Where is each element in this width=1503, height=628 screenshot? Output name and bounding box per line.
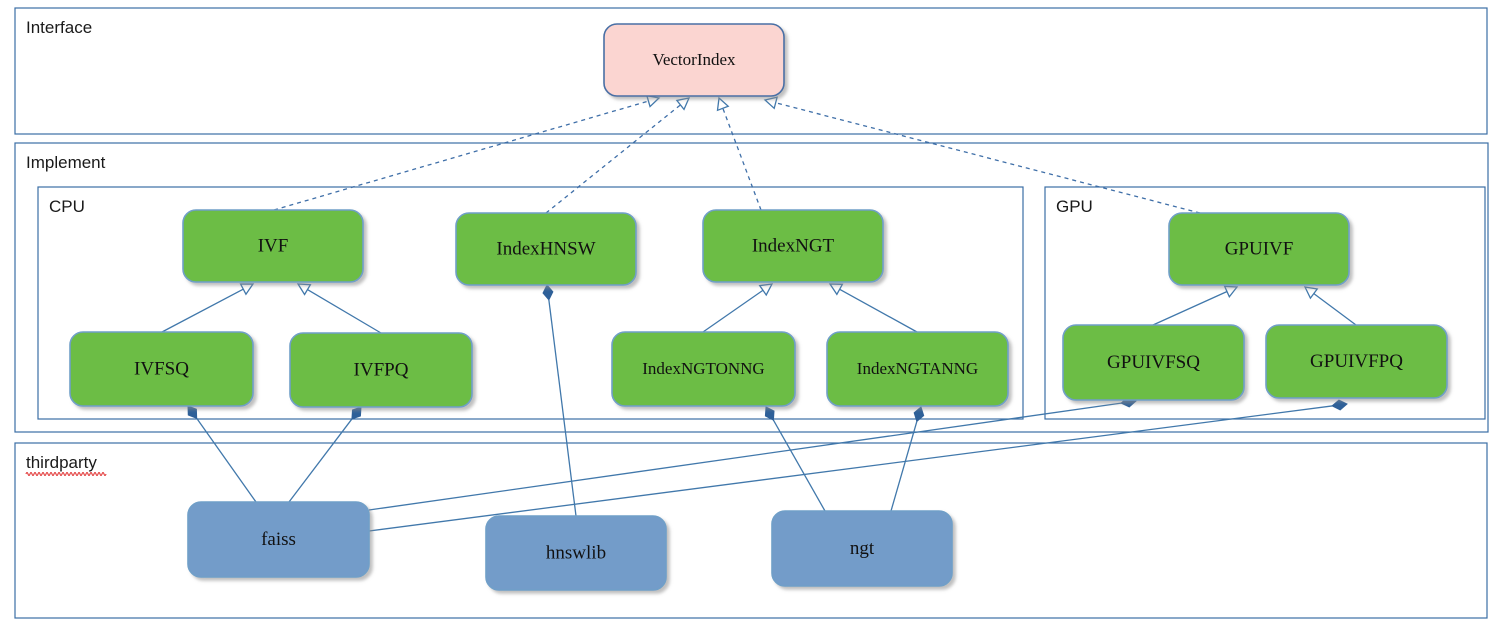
edge-line — [548, 299, 577, 517]
filled-diamond-arrowhead-icon — [913, 406, 925, 423]
node-box-gpuivfpq[interactable] — [1265, 324, 1448, 399]
node-indexhnsw[interactable]: IndexHNSW — [455, 212, 637, 286]
spellcheck-underline-icon — [25, 471, 107, 477]
hollow-triangle-arrowhead-icon — [758, 283, 774, 297]
edge-line — [161, 288, 245, 333]
edge-line — [721, 107, 762, 211]
hollow-triangle-arrowhead-icon — [675, 97, 691, 111]
node-label-gpuivf: GPUIVF — [1225, 238, 1294, 259]
group-label-gpu: GPU — [1056, 197, 1093, 216]
node-indexngt[interactable]: IndexNGT — [702, 209, 884, 283]
filled-diamond-arrowhead-icon — [1331, 399, 1348, 411]
node-label-gpuivfsq: GPUIVFSQ — [1107, 352, 1200, 373]
edge-faiss-to-ivfpq — [288, 406, 362, 503]
edge-gpuivfpq-to-gpuivf — [1303, 286, 1357, 326]
edge-indexngtonng-to-indexngt — [702, 283, 774, 333]
node-ivf[interactable]: IVF — [182, 209, 364, 283]
node-label-gpuivfpq: GPUIVFPQ — [1310, 351, 1403, 372]
node-box-ngt[interactable] — [771, 510, 953, 587]
edge-line — [368, 405, 1333, 532]
node-gpuivf[interactable]: GPUIVF — [1168, 212, 1350, 286]
edge-line — [1312, 292, 1357, 326]
node-label-indexngtonng: IndexNGTONNG — [642, 359, 764, 378]
edge-line — [368, 402, 1122, 511]
node-box-indexngtanng[interactable] — [826, 331, 1009, 407]
node-box-hnswlib[interactable] — [485, 515, 667, 591]
hollow-triangle-arrowhead-icon — [1223, 285, 1239, 298]
edge-ngt-to-indexngtonng — [764, 406, 826, 512]
node-indexngtonng[interactable]: IndexNGTONNG — [611, 331, 796, 407]
hollow-triangle-arrowhead-icon — [828, 283, 844, 296]
edge-line — [273, 100, 650, 211]
group-label-cpu: CPU — [49, 197, 85, 216]
edge-line — [702, 289, 765, 333]
node-box-ivfsq[interactable] — [69, 331, 254, 407]
group-label-thirdparty: thirdparty — [26, 453, 97, 472]
filled-diamond-arrowhead-icon — [187, 405, 198, 419]
hollow-triangle-arrowhead-icon — [1303, 286, 1319, 300]
node-box-ivfpq[interactable] — [289, 332, 473, 408]
edge-line — [774, 101, 1201, 214]
node-label-ngt: ngt — [850, 538, 875, 559]
node-ivfsq[interactable]: IVFSQ — [69, 331, 254, 407]
node-gpuivfpq[interactable]: GPUIVFPQ — [1265, 324, 1448, 399]
edge-ngt-to-indexngtanng — [890, 406, 925, 512]
filled-diamond-arrowhead-icon — [542, 284, 554, 301]
node-box-faiss[interactable] — [187, 501, 370, 578]
edge-line — [288, 418, 353, 503]
edge-line — [306, 288, 382, 334]
node-label-faiss: faiss — [261, 529, 296, 550]
node-box-indexhnsw[interactable] — [455, 212, 637, 286]
node-box-gpuivf[interactable] — [1168, 212, 1350, 286]
edge-line — [772, 419, 826, 512]
filled-diamond-arrowhead-icon — [351, 406, 362, 420]
node-vectorindex[interactable]: VectorIndex — [603, 23, 785, 97]
hollow-triangle-arrowhead-icon — [239, 283, 255, 296]
edge-indexngt-to-vectorindex — [716, 96, 762, 211]
edge-faiss-to-gpuivfpq — [368, 399, 1348, 532]
node-box-gpuivfsq[interactable] — [1062, 324, 1245, 401]
edge-hnswlib-to-indexhnsw — [542, 284, 577, 517]
group-label-interface: Interface — [26, 18, 92, 37]
edge-ivfsq-to-ivf — [161, 283, 255, 333]
node-label-indexngt: IndexNGT — [752, 235, 835, 256]
edge-gpuivf-to-vectorindex — [763, 96, 1201, 214]
group-label-implement: Implement — [26, 153, 106, 172]
node-box-ivf[interactable] — [182, 209, 364, 283]
edge-faiss-to-ivfsq — [187, 405, 257, 503]
edge-line — [545, 103, 682, 214]
node-gpuivfsq[interactable]: GPUIVFSQ — [1062, 324, 1245, 401]
node-faiss[interactable]: faiss — [187, 501, 370, 578]
node-label-indexhnsw: IndexHNSW — [496, 238, 595, 259]
edges — [161, 94, 1357, 532]
edge-line — [196, 417, 257, 503]
node-label-indexngtanng: IndexNGTANNG — [857, 359, 978, 378]
hollow-triangle-arrowhead-icon — [763, 96, 778, 110]
node-label-ivfsq: IVFSQ — [134, 358, 189, 379]
node-box-indexngtonng[interactable] — [611, 331, 796, 407]
node-label-ivf: IVF — [258, 235, 289, 256]
node-indexngtanng[interactable]: IndexNGTANNG — [826, 331, 1009, 407]
edge-indexngtanng-to-indexngt — [828, 283, 918, 333]
node-hnswlib[interactable]: hnswlib — [485, 515, 667, 591]
edge-ivfpq-to-ivf — [296, 283, 382, 334]
filled-diamond-arrowhead-icon — [764, 406, 775, 421]
node-box-indexngt[interactable] — [702, 209, 884, 283]
hollow-triangle-arrowhead-icon — [716, 96, 730, 112]
node-box-vectorindex[interactable] — [603, 23, 785, 97]
hollow-triangle-arrowhead-icon — [296, 283, 312, 296]
edge-line — [890, 421, 918, 512]
node-ivfpq[interactable]: IVFPQ — [289, 332, 473, 408]
edge-indexhnsw-to-vectorindex — [545, 97, 691, 214]
node-label-ivfpq: IVFPQ — [354, 359, 409, 380]
node-label-vectorindex: VectorIndex — [652, 50, 736, 69]
edge-line — [1152, 290, 1229, 326]
node-label-hnswlib: hnswlib — [546, 542, 606, 563]
edge-line — [838, 288, 918, 333]
edge-gpuivfsq-to-gpuivf — [1152, 285, 1239, 326]
node-ngt[interactable]: ngt — [771, 510, 953, 587]
